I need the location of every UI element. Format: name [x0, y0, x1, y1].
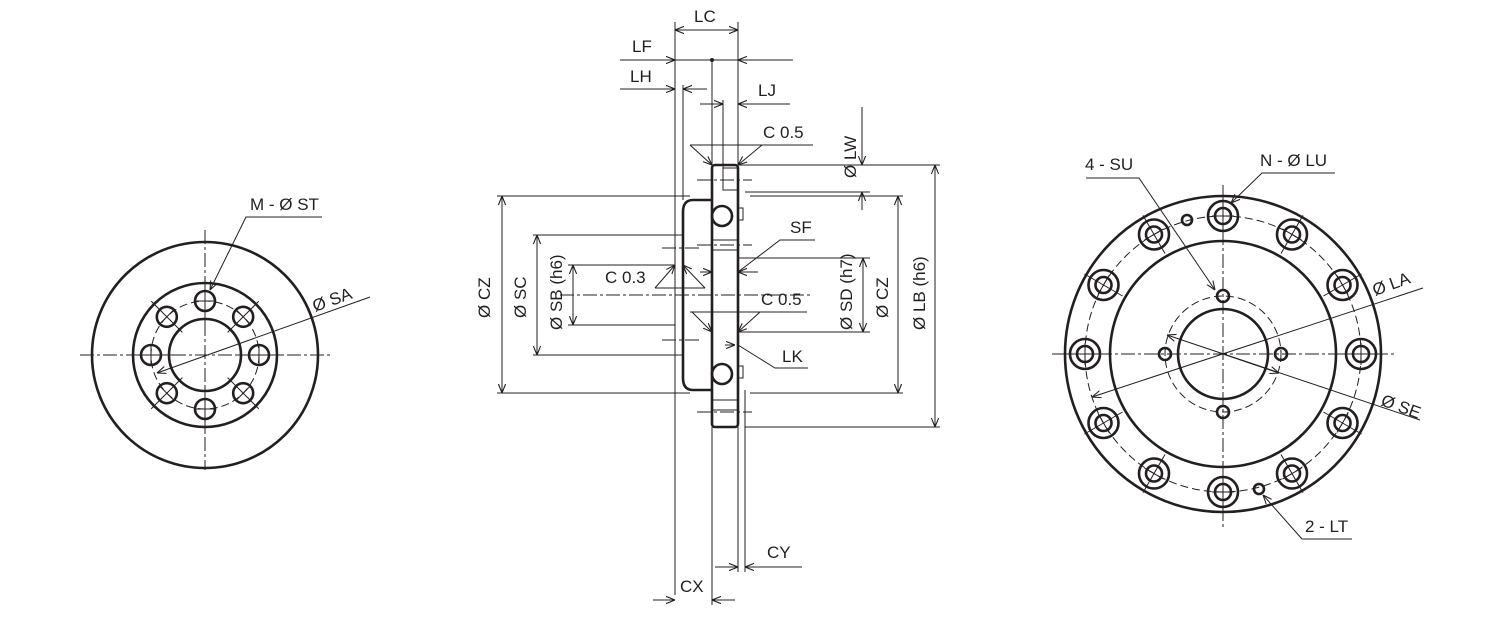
hole	[1094, 413, 1113, 433]
hole	[1326, 406, 1359, 440]
st-label: M - Ø ST	[250, 195, 319, 214]
sa-label: Ø SA	[310, 284, 355, 316]
bolt-holes	[1063, 194, 1383, 514]
hole	[231, 381, 255, 405]
outer-circle	[90, 240, 320, 470]
cz-left-label: Ø CZ	[475, 277, 494, 318]
hole	[1157, 346, 1173, 362]
lt-label: 2 - LT	[1305, 517, 1348, 536]
input-side-view: Ø SA M - Ø ST	[80, 195, 371, 470]
sf-label: SF	[790, 218, 812, 237]
bolt-holes	[129, 279, 281, 431]
chamfer-mid-label: C 0.3	[605, 268, 646, 287]
hole	[1215, 288, 1231, 304]
bearing-ball-top	[710, 204, 734, 228]
bearing-ball-bottom	[710, 362, 734, 386]
la-label: Ø LA	[1370, 268, 1414, 299]
lh-label: LH	[630, 67, 652, 86]
hole	[1094, 275, 1113, 295]
hole	[1144, 464, 1164, 483]
lb-label: Ø LB (h6)	[910, 256, 929, 330]
lk-label: LK	[782, 347, 803, 366]
tap-circle	[1164, 295, 1282, 413]
lf-label: LF	[632, 37, 652, 56]
hole	[155, 381, 179, 405]
hole	[1282, 464, 1302, 483]
housing-circle	[1108, 239, 1338, 469]
tap-holes	[1157, 288, 1289, 420]
hole	[155, 305, 179, 329]
hole	[1137, 457, 1171, 490]
se-label: Ø SE	[1379, 391, 1424, 423]
sd-label: Ø SD (h7)	[837, 253, 856, 330]
lw-label: Ø LW	[841, 136, 860, 178]
section-view: LC LF LH LJ C 0.5 Ø LW SF C 0.3	[475, 7, 940, 605]
pin-hole	[1252, 482, 1266, 496]
cz-right-label: Ø CZ	[873, 277, 892, 318]
cy-label: CY	[767, 543, 791, 562]
hole	[1273, 346, 1289, 362]
output-side-view: Ø LA Ø SE 4 - SU N - Ø LU 2 - LT	[1052, 151, 1424, 540]
su-label: 4 - SU	[1085, 155, 1133, 174]
chamfer-low-label: C 0.5	[761, 290, 802, 309]
pin-hole	[1180, 213, 1194, 227]
hole	[1275, 457, 1309, 490]
lc-label: LC	[694, 7, 716, 26]
cx-label: CX	[680, 577, 704, 596]
lu-label: N - Ø LU	[1260, 151, 1327, 170]
hole	[1144, 225, 1164, 244]
output-flange	[710, 163, 740, 429]
chamfer-top-label: C 0.5	[763, 123, 804, 142]
hole	[1326, 268, 1359, 302]
hole	[1333, 413, 1352, 433]
sc-label: Ø SC	[511, 276, 530, 318]
hole	[1137, 218, 1171, 251]
hole	[1282, 225, 1302, 244]
sb-label: Ø SB (h6)	[547, 254, 566, 330]
bore-circle	[1176, 307, 1270, 401]
hole	[1087, 406, 1120, 440]
hole	[231, 305, 255, 329]
hole	[1275, 218, 1309, 251]
hole	[1087, 268, 1120, 302]
hole	[1333, 275, 1352, 295]
hole	[1215, 404, 1231, 420]
lj-label: LJ	[758, 81, 776, 100]
